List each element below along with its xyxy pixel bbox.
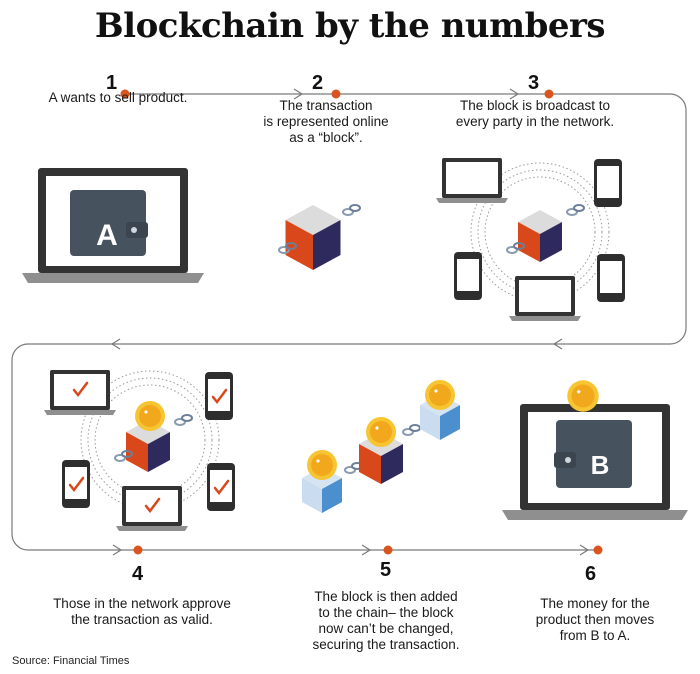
flow-lines — [11, 93, 687, 551]
step-caption-4: Those in the network approve the transac… — [53, 596, 231, 627]
block-chain-illustration — [302, 380, 460, 513]
laptop-wallet-a-illustration: A — [22, 168, 204, 283]
step-number-4: 4 — [132, 563, 144, 585]
arrow-heads — [110, 88, 590, 556]
step-caption-1: A wants to sell product. — [48, 90, 188, 105]
step-number-5: 5 — [380, 559, 392, 581]
step-dot-4 — [133, 545, 143, 555]
broadcast-network-illustration — [436, 158, 625, 321]
step-number-6: 6 — [585, 563, 597, 585]
step-dots — [120, 89, 603, 555]
step-number-3: 3 — [528, 72, 540, 94]
laptop-wallet-b-illustration: B — [502, 380, 688, 520]
step-dot-3 — [544, 89, 554, 99]
step-number-2: 2 — [312, 72, 324, 94]
step-caption-5: The block is then added to the chain– th… — [312, 589, 460, 652]
step-dot-5 — [383, 545, 393, 555]
network-approval-illustration — [44, 370, 235, 531]
step-dot-2 — [331, 89, 341, 99]
step-number-1: 1 — [106, 72, 118, 94]
step-dot-1 — [120, 89, 130, 99]
page-title: Blockchain by the numbers — [94, 6, 606, 46]
block-illustration — [278, 204, 361, 270]
source-note: Source: Financial Times — [12, 655, 130, 667]
wallet-b-label: B — [591, 450, 610, 480]
step-caption-6: The money for the product then moves fro… — [535, 596, 655, 643]
step-dot-6 — [593, 545, 603, 555]
wallet-a-label: A — [96, 219, 118, 252]
step-caption-3: The block is broadcast to every party in… — [455, 98, 615, 129]
step-caption-2: The transaction is represented online as… — [263, 98, 389, 145]
